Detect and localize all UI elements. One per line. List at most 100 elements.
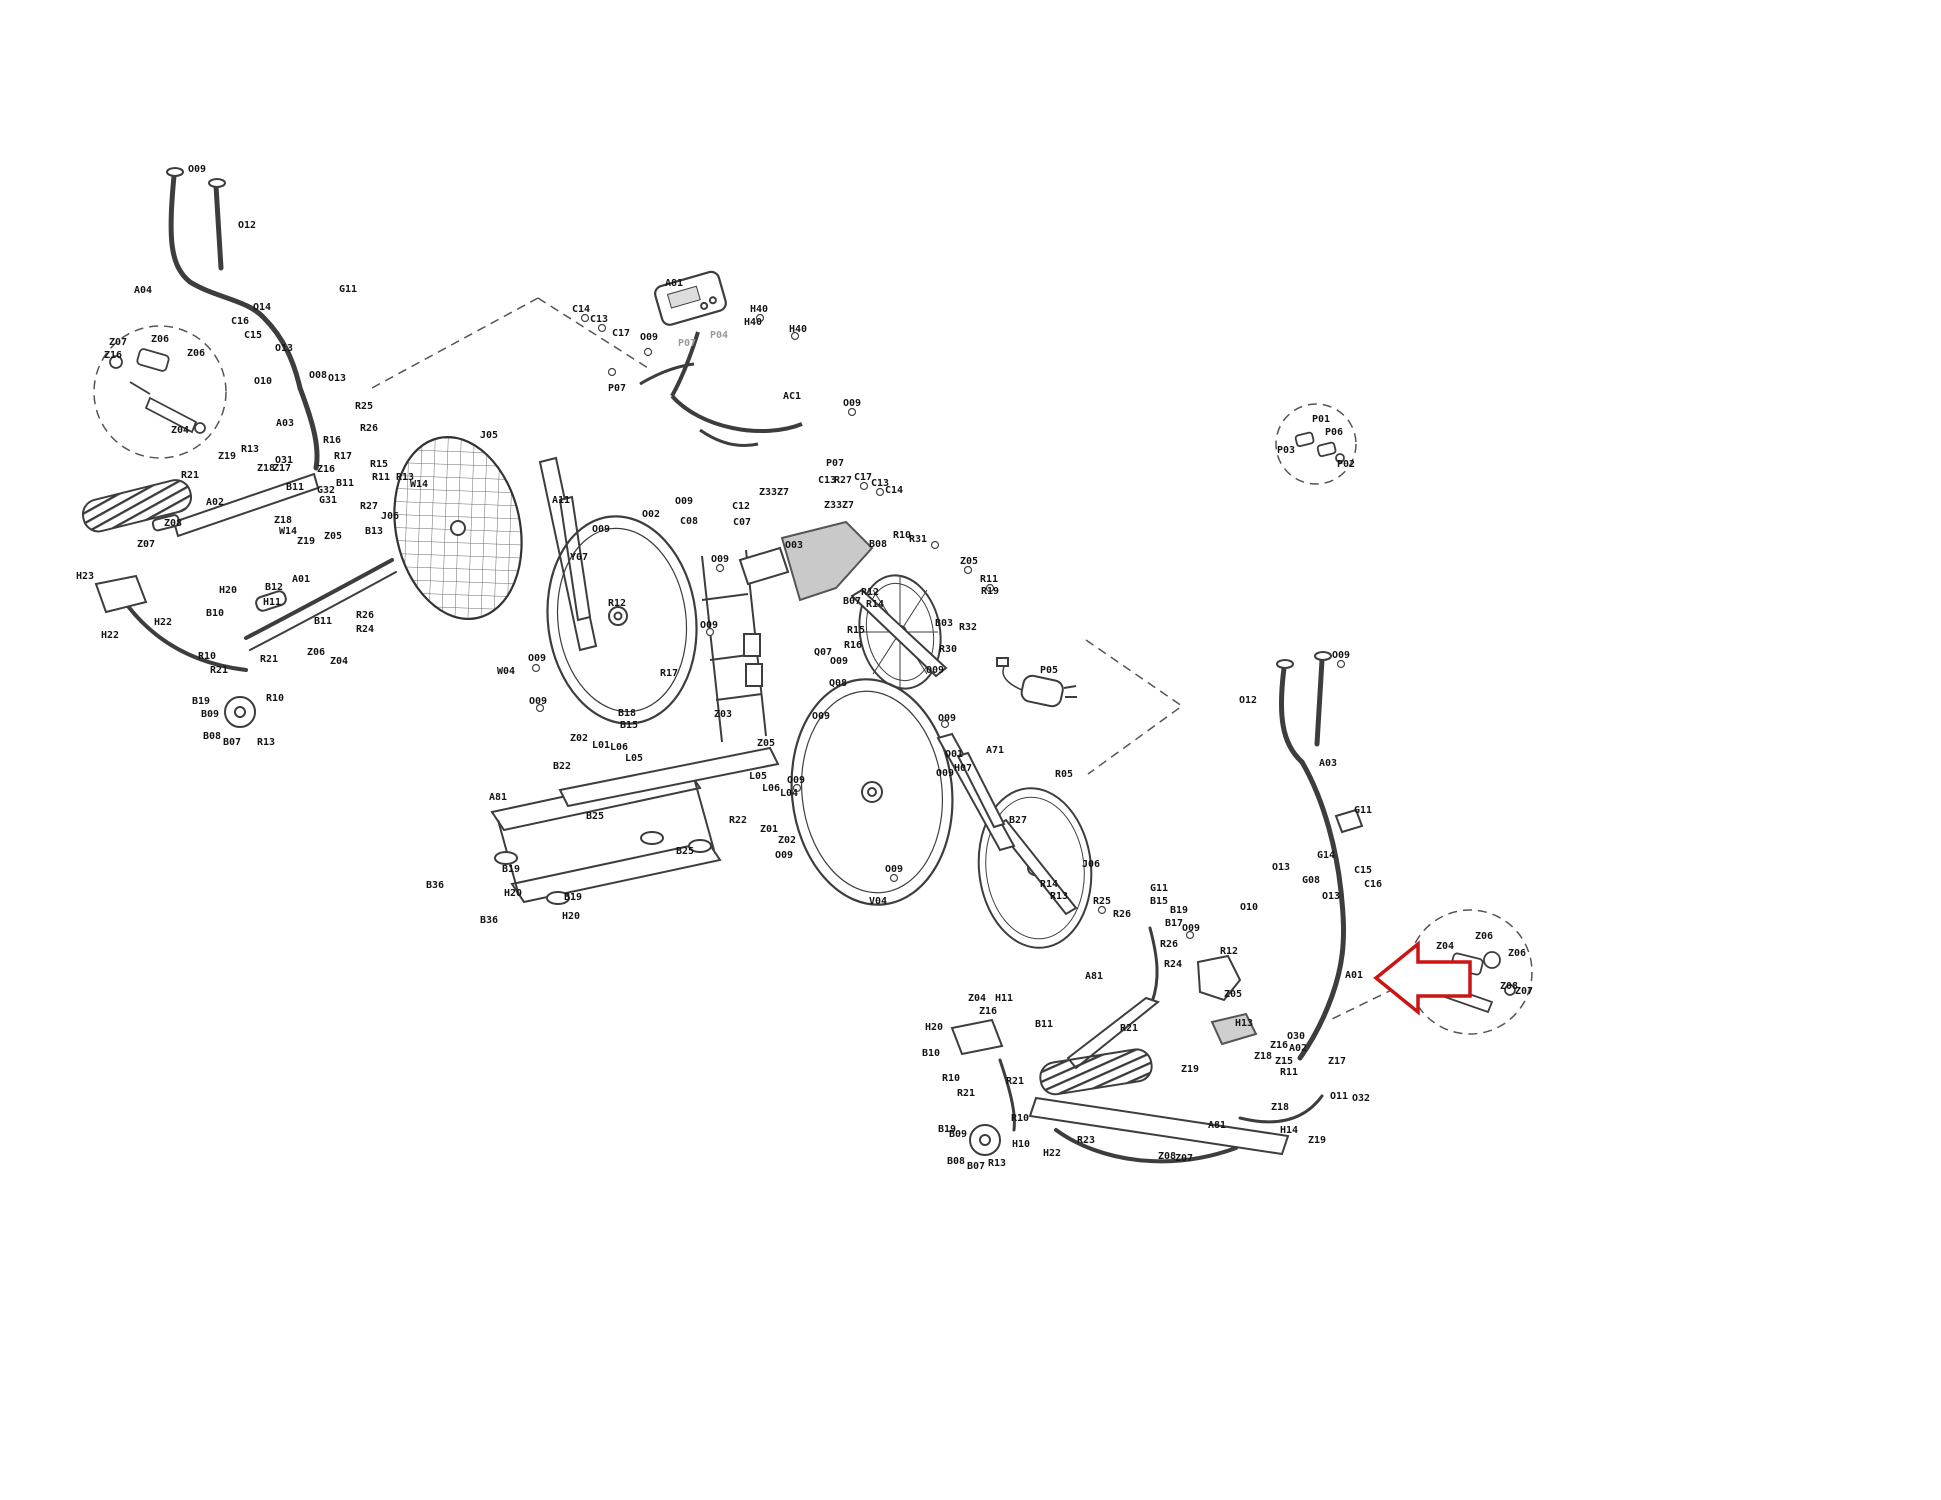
- part-label-z17: Z17: [273, 463, 291, 474]
- part-label-o03: O03: [785, 540, 803, 551]
- part-label-r21: R21: [1006, 1076, 1024, 1087]
- part-label-p03: P03: [1277, 445, 1295, 456]
- part-label-z04: Z04: [1436, 941, 1454, 952]
- part-label-a71: A71: [986, 745, 1004, 756]
- part-label-l04: L04: [780, 788, 798, 799]
- part-label-r16: R16: [844, 640, 862, 651]
- part-label-z06: Z06: [1508, 948, 1526, 959]
- part-label-r21: R21: [181, 470, 199, 481]
- part-label-r15: R15: [370, 459, 388, 470]
- part-label-z16: Z16: [104, 350, 122, 361]
- part-label-o10: O10: [1240, 902, 1258, 913]
- part-label-o32: O32: [1352, 1093, 1370, 1104]
- part-label-h20: H20: [504, 888, 522, 899]
- part-label-r32: R32: [959, 622, 977, 633]
- part-label-a04: A04: [134, 285, 152, 296]
- part-label-b19: B19: [938, 1124, 956, 1135]
- part-label-r16: R16: [323, 435, 341, 446]
- part-label-c15: C15: [244, 330, 262, 341]
- part-label-g11: G11: [1354, 805, 1372, 816]
- part-label-p01: P01: [1312, 414, 1330, 425]
- part-label-b11: B11: [314, 616, 332, 627]
- part-label-a03: A03: [276, 418, 294, 429]
- part-label-y07: Y07: [570, 552, 588, 563]
- part-label-o09: O09: [775, 850, 793, 861]
- part-label-o31: O31: [275, 455, 293, 466]
- part-label-h13: H13: [1235, 1018, 1253, 1029]
- part-label-h40: H40: [750, 304, 768, 315]
- part-label-j06: J06: [1082, 859, 1100, 870]
- part-label-z05: Z05: [960, 556, 978, 567]
- part-label-z07: Z07: [137, 539, 155, 550]
- part-label-a11: A11: [552, 495, 570, 506]
- part-label-c12: C12: [732, 501, 750, 512]
- part-label-z18: Z18: [1271, 1102, 1289, 1113]
- part-label-ac1: AC1: [783, 391, 801, 402]
- part-label-o01: O01: [945, 749, 963, 760]
- part-label-r26: R26: [1113, 909, 1131, 920]
- part-label-o09: O09: [700, 620, 718, 631]
- part-label-p07: P07: [678, 338, 696, 349]
- part-label-z02: Z02: [570, 733, 588, 744]
- part-label-g32: G32: [317, 485, 335, 496]
- part-label-b25: B25: [586, 811, 604, 822]
- part-label-z04: Z04: [171, 425, 189, 436]
- part-label-r14: R14: [866, 599, 884, 610]
- part-label-a01: A01: [1345, 970, 1363, 981]
- part-label-r25: R25: [355, 401, 373, 412]
- part-label-z04: Z04: [330, 656, 348, 667]
- part-label-h11: H11: [263, 597, 281, 608]
- part-label-z02: Z02: [778, 835, 796, 846]
- part-label-b36: B36: [426, 880, 444, 891]
- part-label-p05: P05: [1040, 665, 1058, 676]
- part-label-b27: B27: [1009, 815, 1027, 826]
- highlight-arrow: [1373, 940, 1472, 1016]
- part-label-o09: O09: [938, 713, 956, 724]
- part-label-w04: W04: [497, 666, 515, 677]
- part-label-b12: B12: [265, 582, 283, 593]
- part-label-o09: O09: [843, 398, 861, 409]
- detail-left-parts: [109, 348, 206, 434]
- part-label-z08: Z08: [164, 518, 182, 529]
- part-label-a01: A01: [292, 574, 310, 585]
- part-label-c17: C17: [612, 328, 630, 339]
- part-label-r27: R27: [834, 475, 852, 486]
- part-label-r21: R21: [260, 654, 278, 665]
- part-label-r12: R12: [1220, 946, 1238, 957]
- base-rails-drawing: [490, 746, 780, 905]
- part-label-z18: Z18: [257, 463, 275, 474]
- power-adapter-drawing: [996, 657, 1077, 708]
- part-label-o09: O09: [926, 665, 944, 676]
- part-label-r13: R13: [257, 737, 275, 748]
- part-label-b11: B11: [336, 478, 354, 489]
- part-label-z06: Z06: [187, 348, 205, 359]
- part-label-b03: B03: [935, 618, 953, 629]
- part-label-h07: H07: [954, 763, 972, 774]
- part-label-a02: A02: [1289, 1043, 1307, 1054]
- part-label-r22: R22: [729, 815, 747, 826]
- part-label-b36: B36: [480, 915, 498, 926]
- part-label-r10: R10: [942, 1073, 960, 1084]
- part-label-p02: P02: [1337, 459, 1355, 470]
- part-label-j05: J05: [480, 430, 498, 441]
- callout-dashes: [93, 297, 1533, 1035]
- part-label-p07: P07: [608, 383, 626, 394]
- part-label-c13: C13: [590, 314, 608, 325]
- part-label-z19: Z19: [1308, 1135, 1326, 1146]
- part-label-o09: O09: [188, 164, 206, 175]
- part-label-g11: G11: [339, 284, 357, 295]
- part-label-z15: Z15: [1275, 1056, 1293, 1067]
- part-label-h22: H22: [1043, 1148, 1061, 1159]
- hardware-bolts: [531, 313, 1346, 940]
- part-label-o09: O09: [936, 768, 954, 779]
- part-label-r17: R17: [660, 668, 678, 679]
- part-label-c07: C07: [733, 517, 751, 528]
- part-label-b09: B09: [201, 709, 219, 720]
- part-label-b07: B07: [843, 596, 861, 607]
- part-label-b17: B17: [1165, 918, 1183, 929]
- part-label-r21: R21: [957, 1088, 975, 1099]
- part-label-g14: G14: [1317, 850, 1335, 861]
- part-label-b11: B11: [286, 482, 304, 493]
- part-label-a02: A02: [206, 497, 224, 508]
- part-label-l01: L01: [592, 740, 610, 751]
